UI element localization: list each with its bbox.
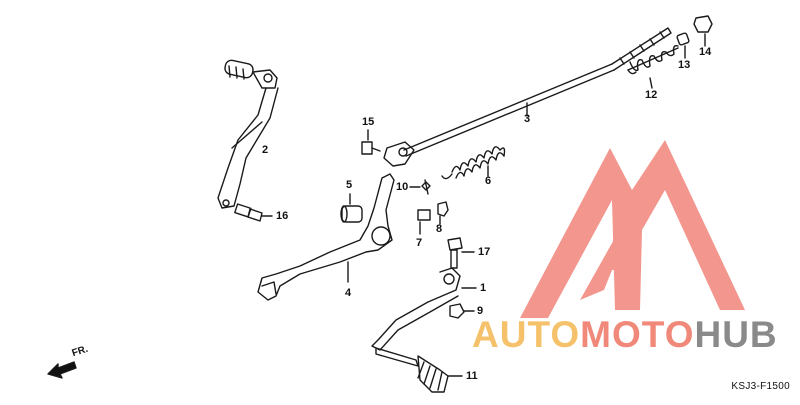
part-7-8-hardware bbox=[417, 201, 449, 235]
callout-1: 1 bbox=[480, 282, 487, 294]
watermark-logo bbox=[520, 140, 745, 318]
callout-6: 6 bbox=[485, 175, 492, 187]
callout-7: 7 bbox=[416, 237, 423, 249]
callout-13: 13 bbox=[678, 59, 691, 71]
callout-4: 4 bbox=[345, 287, 352, 299]
part-10-pin bbox=[409, 179, 431, 195]
callout-9: 9 bbox=[477, 305, 484, 317]
part-3-rod bbox=[383, 27, 672, 167]
callout-8: 8 bbox=[436, 223, 443, 235]
drawing-code: KSJ3-F1500 bbox=[731, 381, 790, 392]
callout-2: 2 bbox=[262, 144, 269, 156]
part-6-spring bbox=[441, 146, 506, 180]
watermark-word-moto: MOTO bbox=[580, 314, 695, 355]
part-4-brake-pedal bbox=[257, 173, 395, 301]
callout-5: 5 bbox=[346, 179, 353, 191]
callout-14: 14 bbox=[699, 46, 712, 58]
front-direction-arrow bbox=[47, 361, 77, 379]
callout-15: 15 bbox=[362, 116, 375, 128]
callout-16: 16 bbox=[276, 210, 289, 222]
part-14-nut bbox=[693, 15, 713, 47]
part-2-kick-lever bbox=[217, 59, 279, 209]
part-5-collar bbox=[340, 193, 363, 223]
watermark-word-auto: AUTO bbox=[472, 314, 581, 355]
watermark-word-hub: HUB bbox=[694, 314, 778, 355]
callout-10: 10 bbox=[396, 181, 409, 193]
callout-12: 12 bbox=[645, 89, 658, 101]
part-1-shift-pedal bbox=[371, 267, 477, 367]
watermark-wordmark: AUTOMOTOHUB bbox=[472, 316, 778, 353]
part-16-bolt bbox=[234, 203, 273, 222]
part-9-nut bbox=[449, 303, 475, 319]
callout-17: 17 bbox=[478, 246, 491, 258]
part-15-bolt bbox=[361, 129, 381, 155]
part-12-spring bbox=[627, 44, 679, 89]
callout-11: 11 bbox=[466, 370, 478, 382]
part-11-rubber bbox=[417, 355, 463, 393]
callout-3: 3 bbox=[524, 113, 531, 125]
part-13-collar bbox=[676, 32, 690, 59]
part-17-bolt bbox=[447, 237, 475, 269]
